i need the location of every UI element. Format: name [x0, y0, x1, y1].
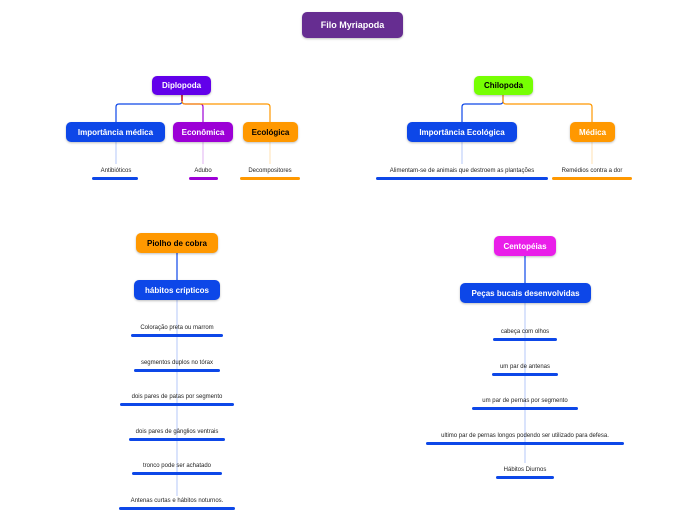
- list-item[interactable]: dois pares de gânglios ventrais: [123, 429, 231, 435]
- list-item-text: um par de antenas: [499, 363, 551, 370]
- habitos-cripticos-label: hábitos crípticos: [144, 285, 209, 295]
- ecologica-label: Ecológica: [251, 127, 290, 137]
- leaf-remedios-text: Remédios contra a dor: [561, 168, 623, 174]
- leaf-remedios[interactable]: Remédios contra a dor: [550, 168, 634, 174]
- list-item-underline: [492, 372, 558, 376]
- list-item[interactable]: um par de pernas por segmento: [466, 398, 584, 404]
- connector-diplopoda-ecologica: [181, 95, 271, 122]
- diplopoda-node[interactable]: Diplopoda: [152, 76, 211, 95]
- list-item-text: ultimo par de pernas longos podendo ser …: [441, 432, 609, 439]
- list-item[interactable]: Hábitos Diurnos: [490, 467, 560, 473]
- leaf-remedios-underline: [552, 177, 632, 180]
- connector-chilopoda-medica: [502, 95, 593, 122]
- list-item[interactable]: ultimo par de pernas longos podendo ser …: [420, 433, 630, 439]
- root-label: Filo Myriapoda: [320, 20, 385, 30]
- list-item-text: cabeça com olhos: [500, 329, 550, 335]
- list-item-underline: [132, 472, 222, 476]
- medica-node[interactable]: Médica: [570, 122, 615, 142]
- list-item-text: Hábitos Diurnos: [503, 467, 547, 473]
- leaf-adubo-underline: [189, 177, 218, 180]
- list-item-underline: [472, 407, 578, 410]
- importancia-ecologica-label: Importância Ecológica: [419, 127, 505, 137]
- leaf-adubo[interactable]: Adubo: [183, 168, 223, 174]
- ecologica-node[interactable]: Ecológica: [243, 122, 298, 142]
- connector-diplopoda-economica: [181, 95, 204, 122]
- list-item-underline: [493, 338, 557, 341]
- list-item-underline: [120, 403, 234, 407]
- list-item-underline: [134, 368, 220, 372]
- leaf-decompositores[interactable]: Decompositores: [238, 168, 302, 174]
- list-item[interactable]: Antenas curtas e hábitos noturnos.: [113, 498, 241, 504]
- leaf-alimentam-underline: [376, 177, 548, 180]
- leaf-alimentam-text: Alimentam-se de animais que destroem as …: [389, 168, 535, 174]
- centopeias-node[interactable]: Centopéias: [494, 236, 556, 256]
- importancia-medica-label: Importância médica: [77, 127, 154, 137]
- list-item[interactable]: tronco pode ser achatado: [126, 463, 228, 469]
- habitos-cripticos-node[interactable]: hábitos crípticos: [134, 280, 220, 300]
- list-item-text: um par de pernas por segmento: [482, 398, 568, 404]
- pecas-bucais-node[interactable]: Peças bucais desenvolvidas: [460, 283, 591, 303]
- leaf-decompositores-underline: [240, 177, 300, 180]
- list-item-text: Antenas curtas e hábitos noturnos.: [130, 498, 224, 504]
- leaf-antibioticos-text: Antibióticos: [100, 168, 132, 174]
- list-item[interactable]: um par de antenas: [486, 364, 564, 370]
- connector-diplopoda-medica: [115, 95, 183, 122]
- leaf-antibioticos-underline: [92, 177, 138, 180]
- list-item-underline: [426, 441, 624, 445]
- leaf-alimentam[interactable]: Alimentam-se de animais que destroem as …: [372, 168, 552, 174]
- leaf-adubo-text: Adubo: [194, 168, 212, 174]
- piolho-label: Piolho de cobra: [146, 238, 207, 248]
- list-item-text: tronco pode ser achatado: [142, 463, 212, 470]
- leaf-antibioticos[interactable]: Antibióticos: [86, 168, 146, 174]
- economica-node[interactable]: Econômica: [173, 122, 233, 142]
- list-item-text: dois pares de patas por segmento: [131, 394, 223, 401]
- list-item-underline: [496, 476, 554, 479]
- list-item-text: Coloração preta ou marrom: [140, 325, 214, 331]
- list-item-underline: [129, 437, 225, 441]
- list-item[interactable]: segmentos duplos no tórax: [128, 360, 226, 366]
- economica-label: Econômica: [181, 127, 225, 137]
- leaf-decompositores-text: Decompositores: [248, 168, 292, 174]
- diplopoda-label: Diplopoda: [161, 81, 202, 90]
- centopeias-label: Centopéias: [503, 241, 547, 251]
- list-item-underline: [119, 507, 235, 510]
- list-item-underline: [131, 334, 223, 337]
- connector-chilopoda-ecologica: [461, 95, 504, 122]
- chilopoda-label: Chilopoda: [483, 81, 524, 90]
- list-item[interactable]: Coloração preta ou marrom: [125, 325, 229, 331]
- pecas-bucais-label: Peças bucais desenvolvidas: [471, 288, 580, 298]
- list-item-text: dois pares de gânglios ventrais: [135, 428, 219, 435]
- chilopoda-node[interactable]: Chilopoda: [474, 76, 533, 95]
- list-item[interactable]: cabeça com olhos: [487, 329, 563, 335]
- list-item[interactable]: dois pares de patas por segmento: [114, 394, 240, 400]
- importancia-medica-node[interactable]: Importância médica: [66, 122, 165, 142]
- piolho-node[interactable]: Piolho de cobra: [136, 233, 218, 253]
- importancia-ecologica-node[interactable]: Importância Ecológica: [407, 122, 517, 142]
- list-item-text: segmentos duplos no tórax: [140, 359, 214, 366]
- medica-label: Médica: [578, 127, 607, 137]
- root-node[interactable]: Filo Myriapoda: [302, 12, 403, 38]
